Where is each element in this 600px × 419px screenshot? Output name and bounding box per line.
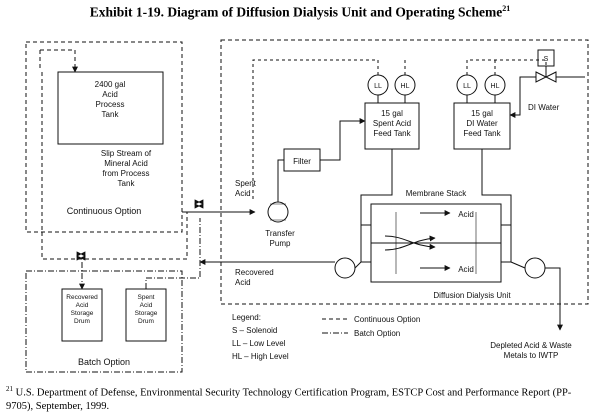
- acid-top-label: Acid: [458, 210, 474, 219]
- di-feed-tank-line-3: Feed Tank: [463, 129, 501, 138]
- process-tank: [57, 71, 164, 145]
- legend-item-low-level: LL – Low Level: [232, 339, 286, 348]
- depleted-line-1: Depleted Acid & Waste: [490, 341, 572, 350]
- spent-acid-label-line-2: Acid: [235, 189, 251, 198]
- title-footnote-ref: 21: [502, 4, 511, 13]
- exhibit-title-text: Exhibit 1-19. Diagram of Diffusion Dialy…: [89, 4, 503, 20]
- diffusion-dialysis-unit-boundary: [220, 39, 589, 305]
- di-feed-tank-line-2: DI Water: [466, 119, 498, 128]
- di-hl-label: HL: [491, 83, 500, 90]
- acid-bottom-label: Acid: [458, 265, 474, 274]
- spent-feed-tank-line-1: 15 gal: [381, 109, 403, 118]
- footnote-ref: 21: [6, 385, 13, 393]
- legend-heading: Legend:: [232, 313, 261, 322]
- transfer-pump-line-2: Pump: [270, 239, 291, 248]
- process-tank-line-1: 2400 gal: [95, 80, 126, 89]
- legend-item-high-level: HL – High Level: [232, 352, 289, 361]
- recovered-drum-line-2: Acid: [76, 302, 89, 309]
- solenoid-label: S: [544, 56, 549, 63]
- continuous-option-label: Continuous Option: [67, 206, 142, 216]
- waste-pump: [524, 257, 546, 279]
- depleted-line-2: Metals to IWTP: [504, 351, 559, 360]
- continuous-valve: [194, 199, 204, 209]
- footnote-text: U.S. Department of Defense, Environmenta…: [6, 387, 572, 412]
- spent-hl-label: HL: [401, 83, 410, 90]
- spent-acid-label-line-1: Spent: [235, 179, 257, 188]
- batch-valve: [76, 251, 86, 261]
- spent-drum-line-1: Spent: [138, 294, 155, 301]
- batch-option-label: Batch Option: [78, 357, 130, 367]
- legend-item-solenoid: S – Solenoid: [232, 326, 277, 335]
- transfer-pump: [267, 201, 289, 223]
- legend-batch-label: Batch Option: [354, 329, 400, 338]
- process-tank-line-3: Process: [96, 100, 125, 109]
- batch-option-boundary: [25, 270, 183, 373]
- slip-stream-line-3: from Process: [102, 169, 149, 178]
- spent-ll-label: LL: [374, 83, 382, 90]
- di-ll-label: LL: [463, 83, 471, 90]
- unit-label: Diffusion Dialysis Unit: [433, 291, 511, 300]
- spent-drum-line-2: Acid: [140, 302, 153, 309]
- recovered-drum-line-4: Drum: [74, 318, 90, 325]
- recovered-acid-label-line-1: Recovered: [235, 268, 274, 277]
- recovered-drum-line-1: Recovered: [66, 294, 98, 301]
- spent-feed-tank-line-2: Spent Acid: [373, 119, 411, 128]
- process-tank-inlet: [39, 49, 76, 70]
- continuous-option-boundary: [25, 41, 183, 233]
- spent-feed-tank-line-3: Feed Tank: [373, 129, 411, 138]
- membrane-stack-label: Membrane Stack: [406, 189, 467, 198]
- footnote: 21 U.S. Department of Defense, Environme…: [6, 383, 596, 413]
- slip-stream-line-4: Tank: [118, 179, 136, 188]
- recovered-acid-pump: [334, 257, 356, 279]
- slip-stream-line-1: Slip Stream of: [101, 149, 152, 158]
- recovered-acid-label-line-2: Acid: [235, 278, 251, 287]
- slip-stream-line-2: Mineral Acid: [104, 159, 148, 168]
- process-tank-line-2: Acid: [102, 90, 118, 99]
- filter-label: Filter: [293, 157, 311, 166]
- di-feed-tank-line-1: 15 gal: [471, 109, 493, 118]
- recovered-drum-line-3: Storage: [71, 310, 94, 317]
- spent-drum-line-3: Storage: [135, 310, 158, 317]
- process-tank-line-4: Tank: [102, 110, 120, 119]
- legend-continuous-label: Continuous Option: [354, 315, 420, 324]
- exhibit-title: Exhibit 1-19. Diagram of Diffusion Dialy…: [0, 4, 600, 21]
- spent-drum-line-4: Drum: [138, 318, 154, 325]
- di-water-label: DI Water: [528, 103, 560, 112]
- transfer-pump-line-1: Transfer: [265, 229, 295, 238]
